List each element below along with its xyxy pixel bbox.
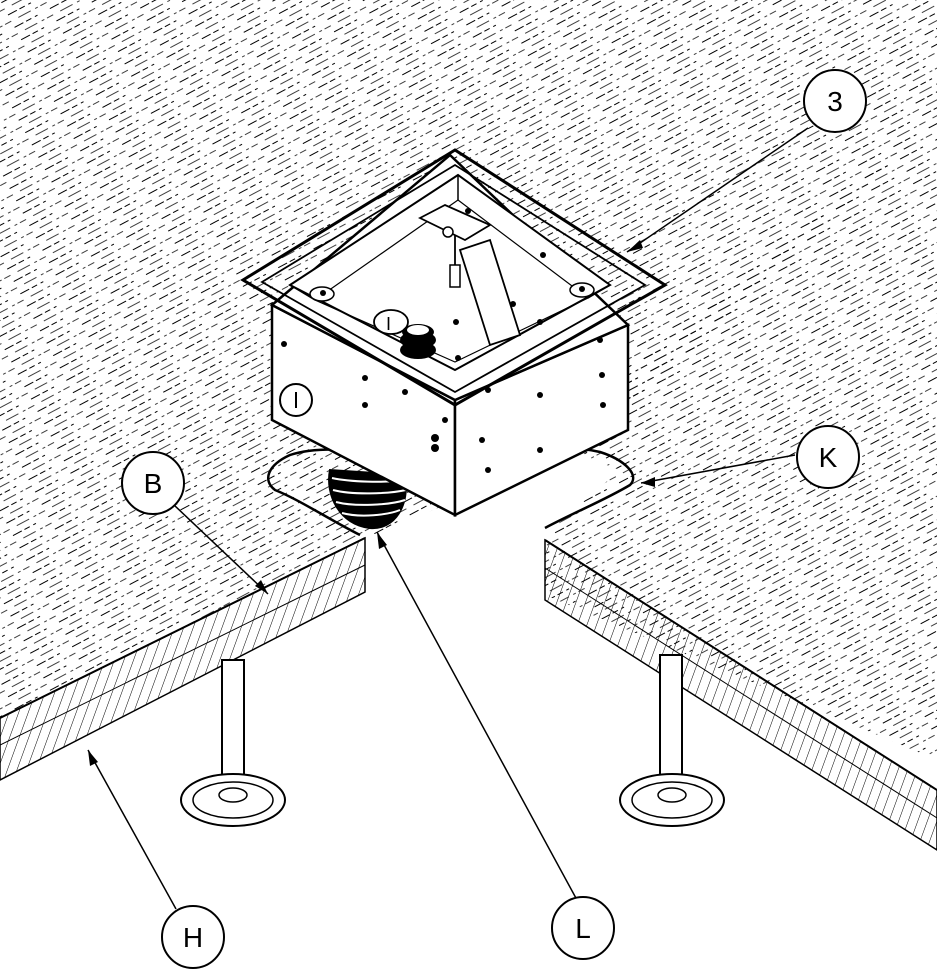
floor-box: I — [240, 148, 668, 518]
left-floor-panel-edge — [0, 536, 366, 781]
callout-h-label: H — [183, 922, 203, 953]
callout-b-label: B — [144, 468, 163, 499]
callout-k-label: K — [819, 442, 838, 473]
callout-h: H — [161, 905, 225, 969]
right-floor-panel-edge — [544, 538, 937, 851]
callout-l-label: L — [575, 913, 591, 944]
flexible-conduit — [328, 468, 407, 530]
callout-3-label: 3 — [827, 86, 843, 117]
leader-lines — [87, 127, 809, 910]
svg-text:I: I — [386, 314, 391, 334]
callout-3: 3 — [803, 69, 867, 133]
callout-k: K — [796, 425, 860, 489]
left-pedestal — [180, 659, 286, 827]
callout-b: B — [121, 451, 185, 515]
right-pedestal — [619, 654, 725, 827]
callout-l: L — [551, 896, 615, 960]
